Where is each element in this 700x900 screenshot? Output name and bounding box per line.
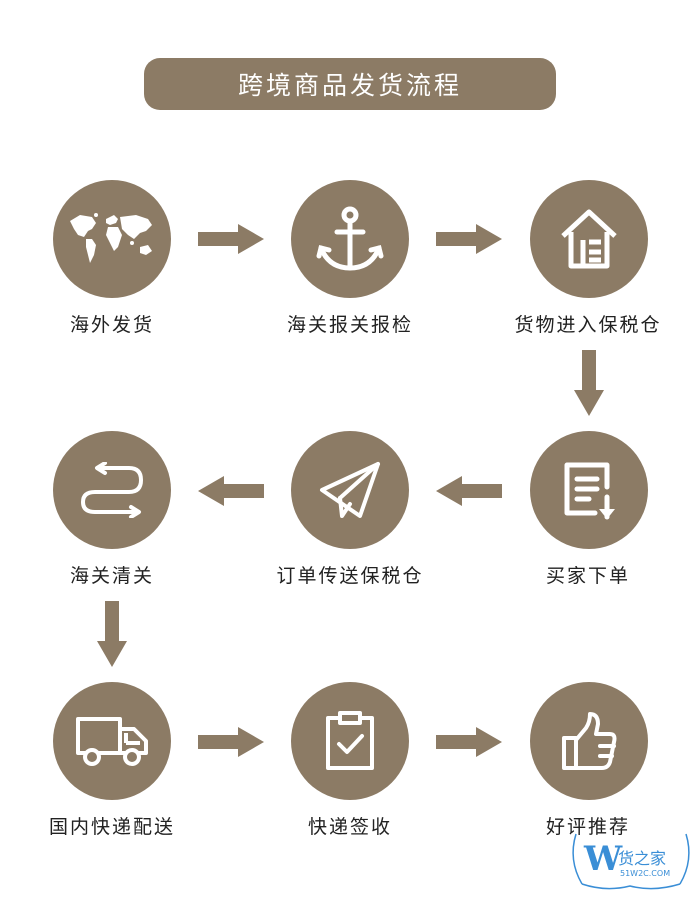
watermark-logo: W 货之家 51W2C.COM bbox=[572, 833, 690, 890]
step-8-circle bbox=[291, 682, 409, 800]
arrow-down-icon bbox=[97, 601, 127, 667]
arrow-right-icon bbox=[436, 224, 502, 254]
arrow-left-icon bbox=[198, 476, 264, 506]
exchange-arrows-icon bbox=[81, 462, 143, 518]
step-2-circle bbox=[291, 180, 409, 298]
arrow-right-icon bbox=[198, 727, 264, 757]
step-7-circle bbox=[53, 682, 171, 800]
step-4-circle bbox=[530, 431, 648, 549]
step-5-label: 订单传送保税仓 bbox=[276, 565, 424, 587]
step-3-circle bbox=[530, 180, 648, 298]
step-7-label: 国内快递配送 bbox=[48, 816, 175, 838]
world-map-icon bbox=[70, 213, 152, 263]
step-4-label: 买家下单 bbox=[545, 565, 630, 587]
page-title: 跨境商品发货流程 bbox=[237, 71, 462, 100]
step-9-circle bbox=[530, 682, 648, 800]
step-2-label: 海关报关报检 bbox=[286, 314, 413, 336]
title-banner: 跨境商品发货流程 bbox=[144, 58, 556, 110]
step-6-circle bbox=[53, 431, 171, 549]
clipboard-check-icon bbox=[326, 711, 374, 770]
warehouse-icon bbox=[561, 209, 617, 269]
arrow-right-icon bbox=[436, 727, 502, 757]
thumbs-up-icon bbox=[562, 712, 617, 770]
step-9-label: 好评推荐 bbox=[545, 816, 630, 838]
watermark-text: 货之家 bbox=[618, 849, 666, 868]
step-5-circle bbox=[291, 431, 409, 549]
arrow-left-icon bbox=[436, 476, 502, 506]
watermark-mark: W bbox=[583, 839, 623, 879]
step-6-label: 海关清关 bbox=[69, 565, 154, 587]
step-1-label: 海外发货 bbox=[69, 314, 154, 336]
delivery-truck-icon bbox=[76, 717, 148, 766]
paper-plane-icon bbox=[320, 462, 380, 518]
arrow-right-icon bbox=[198, 224, 264, 254]
step-1-circle bbox=[53, 180, 171, 298]
order-form-icon bbox=[564, 462, 615, 520]
step-8-label: 快递签收 bbox=[307, 816, 392, 838]
arrow-down-icon bbox=[574, 350, 604, 416]
watermark-sub: 51W2C.COM bbox=[620, 869, 670, 878]
step-3-label: 货物进入保税仓 bbox=[514, 314, 662, 336]
anchor-icon bbox=[316, 206, 384, 271]
